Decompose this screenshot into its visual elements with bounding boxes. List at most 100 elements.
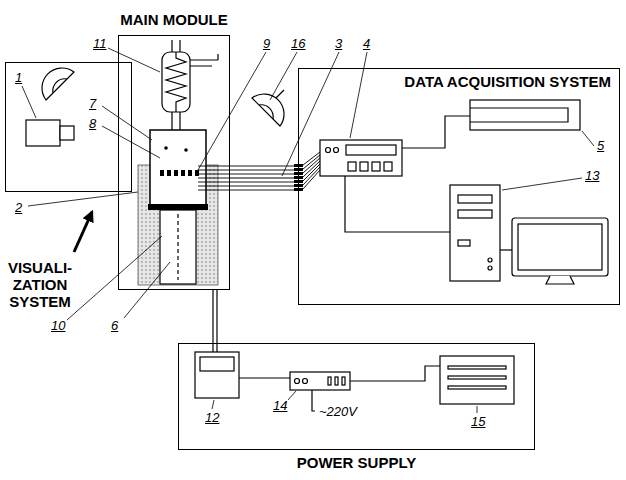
reference-junction [470, 108, 568, 122]
regulator [295, 379, 300, 384]
computer-tower [458, 240, 470, 246]
supply-label: ~220V [318, 404, 358, 419]
regulator [303, 379, 308, 384]
acquisition-unit [334, 148, 339, 153]
data-cables [500, 249, 512, 250]
leader-line [502, 178, 582, 190]
system-frame: POWER SUPPLY [178, 343, 535, 450]
meter [195, 352, 239, 398]
regulator [335, 377, 338, 385]
callout-number: 7 [88, 96, 97, 111]
acquisition-unit [320, 140, 402, 176]
callout-number: 8 [88, 116, 97, 131]
camera [26, 120, 60, 146]
camera [60, 126, 74, 140]
system-frame: DATA ACQUISITION SYSTEM [298, 68, 620, 305]
lamp [42, 68, 74, 100]
callout-number: 6 [110, 318, 119, 333]
reference-junction [470, 100, 580, 130]
thermocouples [174, 170, 178, 176]
computer-tower [450, 185, 500, 281]
leader-line [350, 52, 367, 138]
condenser [162, 40, 218, 130]
callout-number: 15 [470, 414, 486, 429]
leader-line [477, 406, 478, 413]
callout-number: 3 [334, 36, 343, 51]
callout-number: 16 [290, 36, 306, 51]
computer-tower [488, 258, 492, 262]
thermocouples [160, 170, 199, 176]
group-heading: VISUALI- ZATION SYSTEM [3, 259, 77, 310]
power-source [440, 356, 514, 404]
power-cables [350, 366, 440, 381]
cable-connector [230, 177, 298, 178]
callout-number: 9 [262, 36, 271, 51]
acquisition-unit [372, 162, 380, 171]
callout-number: 13 [584, 168, 600, 183]
callout-number: 11 [92, 36, 108, 51]
power-cables [216, 343, 217, 352]
lamp [42, 68, 74, 100]
monitor [512, 218, 608, 284]
power-cables [213, 290, 440, 411]
pointer-arrow [74, 212, 92, 252]
regulator [342, 377, 345, 385]
vessel [184, 148, 188, 152]
condenser [190, 54, 218, 66]
thermocouples [181, 170, 185, 176]
camera [26, 120, 74, 146]
condenser [162, 52, 190, 112]
lower-chamber [160, 210, 196, 284]
acquisition-unit [326, 148, 331, 153]
leader-line [67, 236, 162, 320]
leader-line [22, 86, 36, 118]
lower-chamber [177, 214, 178, 280]
pointer-arrow [74, 212, 92, 252]
power-source [448, 386, 506, 389]
callout-number: 4 [362, 36, 371, 51]
callout-number: 5 [596, 138, 605, 153]
cable-connector [216, 290, 217, 343]
meter [195, 352, 239, 398]
callout-number: 10 [50, 318, 66, 333]
lamp [53, 79, 67, 93]
leader-line [270, 52, 297, 100]
vessel [150, 130, 206, 205]
leader-line [28, 192, 138, 206]
regulator [290, 372, 350, 390]
heater-plate [148, 204, 208, 210]
group-heading: DATA ACQUISITION SYSTEM [404, 73, 611, 90]
thermocouples [160, 170, 164, 176]
data-cables [345, 176, 450, 232]
computer-tower [458, 210, 492, 218]
data-cables [402, 116, 470, 148]
vessel [164, 146, 168, 150]
leader-line [282, 52, 339, 176]
leader-line [108, 48, 160, 72]
power-cables [312, 390, 315, 411]
thermocouples [195, 170, 199, 176]
monitor [518, 224, 602, 270]
lamp [276, 90, 284, 98]
leader-line [102, 106, 152, 140]
computer-tower [458, 195, 492, 203]
regulator [328, 377, 331, 385]
lower-chamber [160, 210, 196, 284]
thermocouples [167, 170, 171, 176]
lamp [259, 105, 273, 119]
callout-number: 2 [14, 200, 23, 215]
group-heading: POWER SUPPLY [297, 454, 416, 471]
lamp [252, 94, 284, 126]
leader-line [582, 131, 594, 146]
meter [200, 357, 234, 371]
condenser [172, 40, 180, 52]
monitor [512, 218, 608, 276]
leader-line [102, 126, 160, 158]
callout-number: 12 [204, 410, 220, 425]
callout-number: 1 [14, 70, 23, 85]
monitor [546, 276, 574, 284]
leader-line [198, 52, 266, 170]
